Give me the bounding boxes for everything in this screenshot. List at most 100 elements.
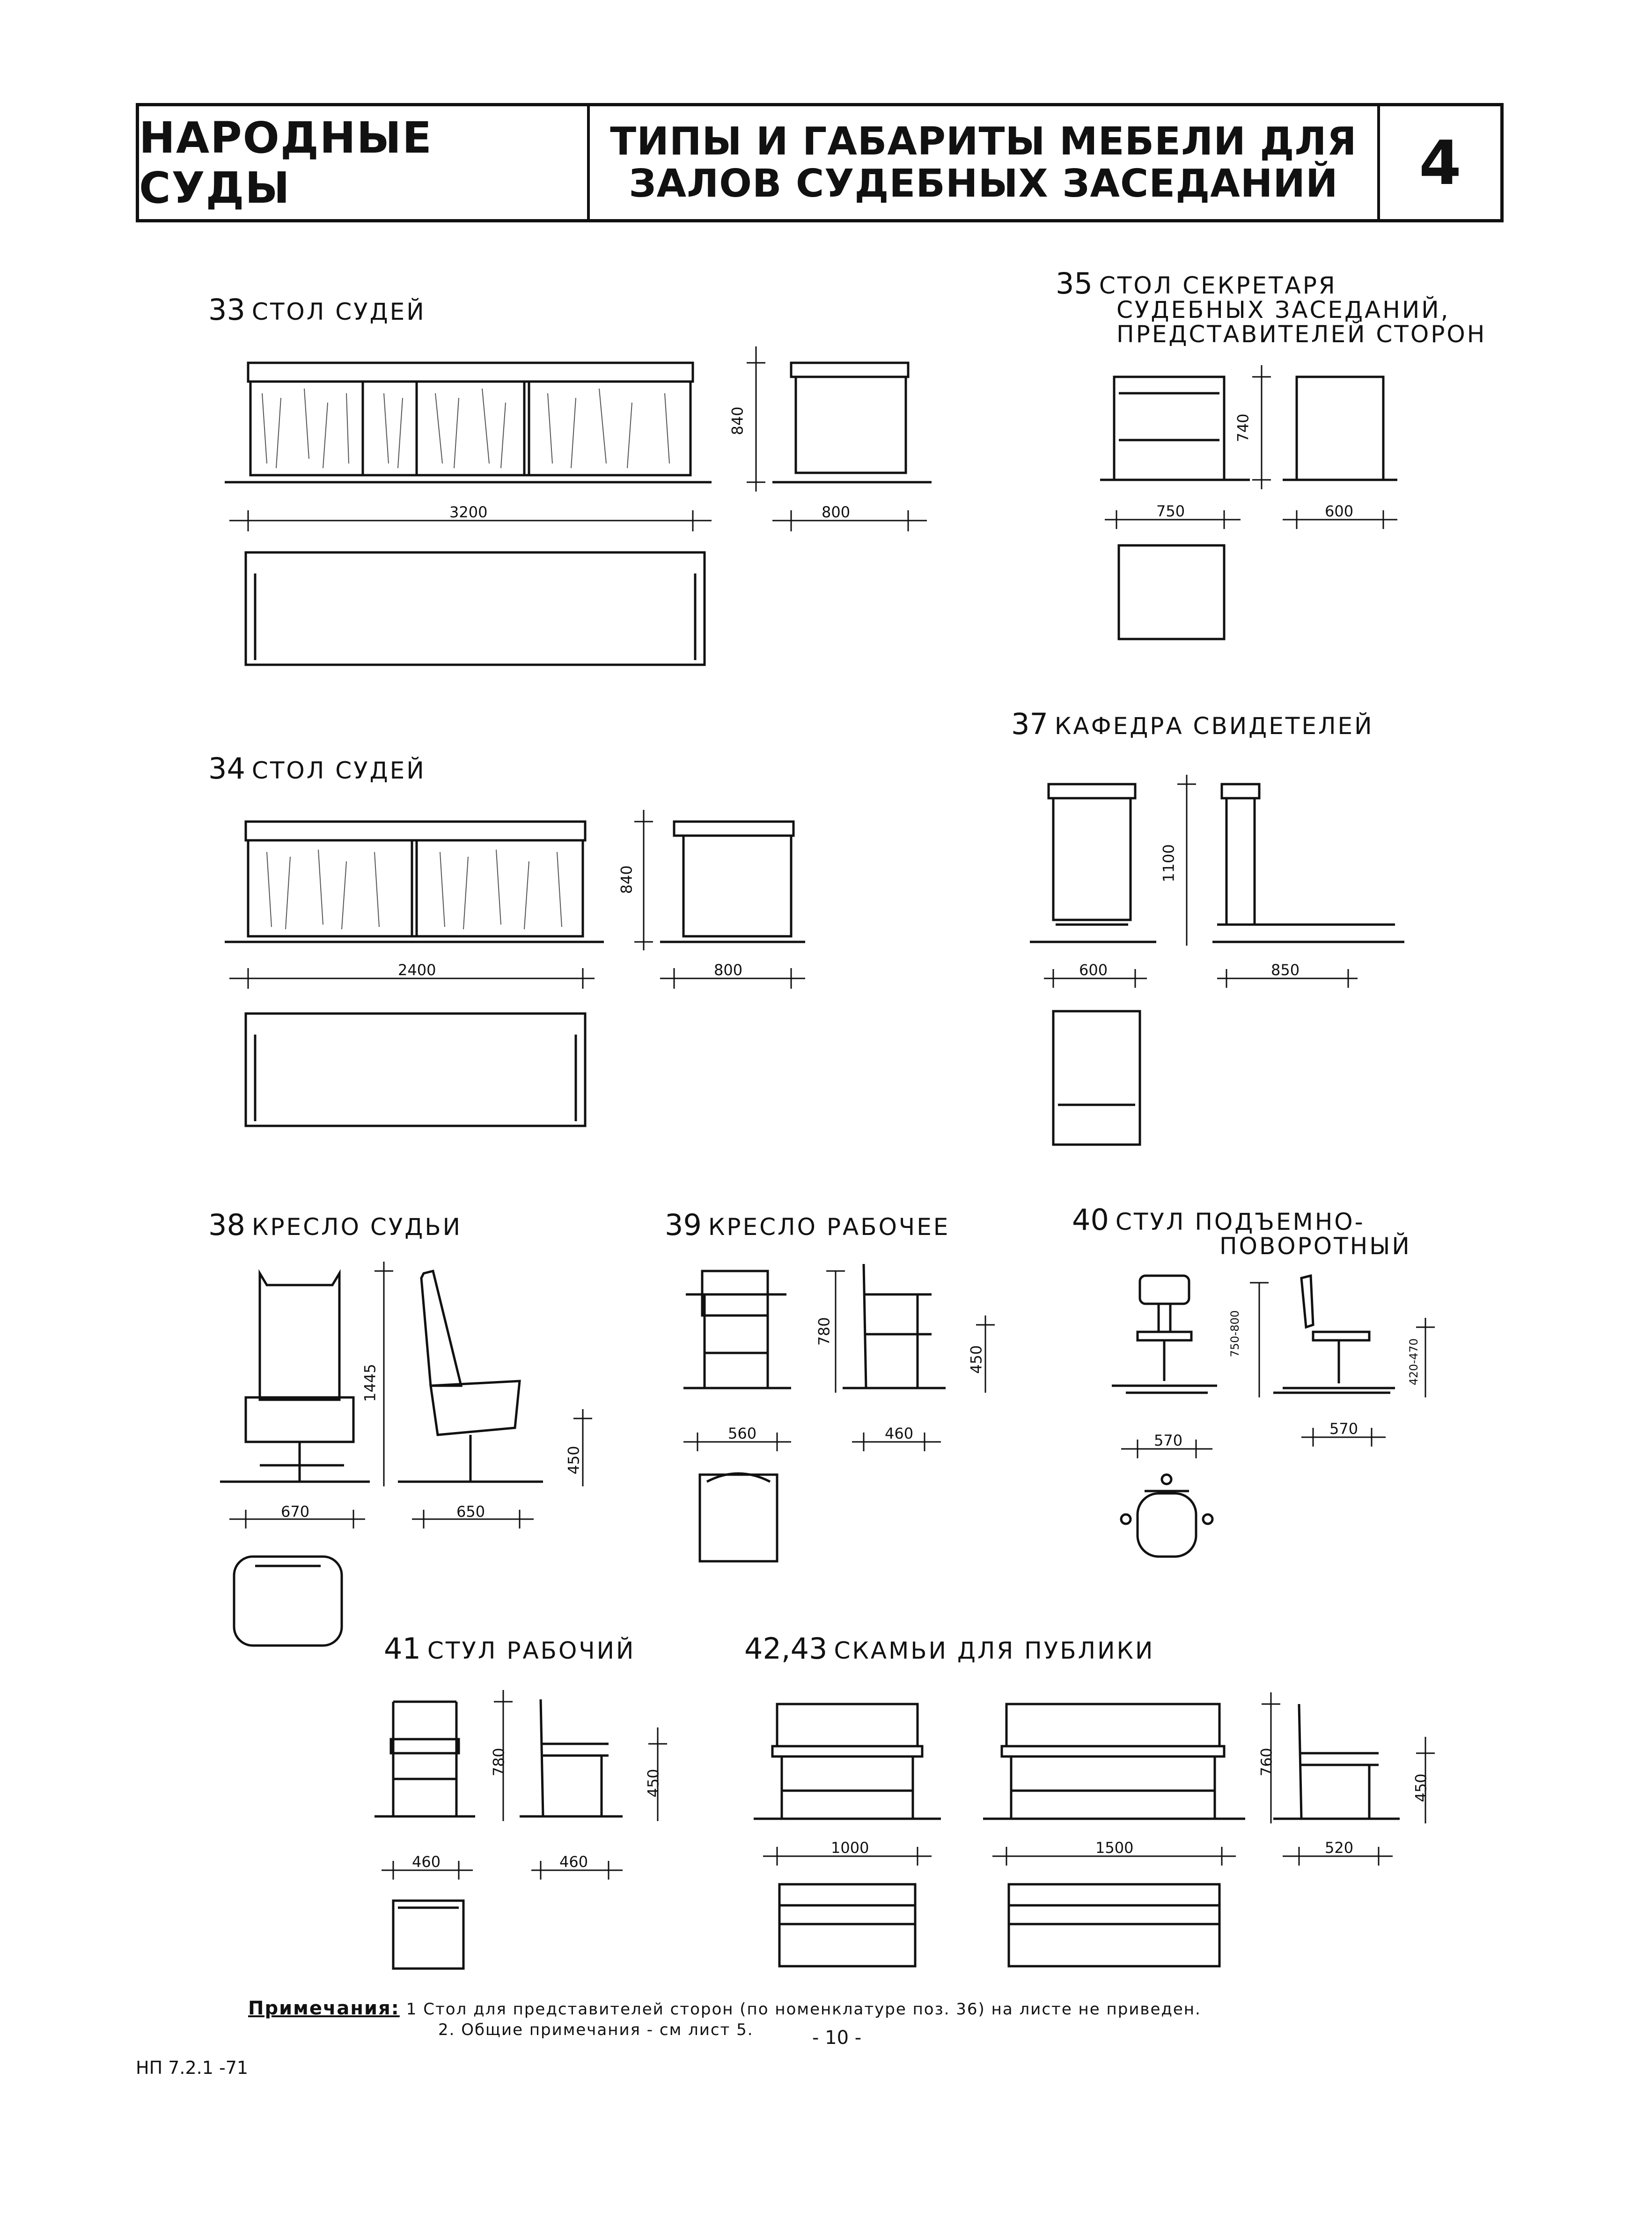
item-37-number: 37 — [1011, 707, 1048, 741]
table-34-side-view — [660, 820, 805, 943]
bench-43-plan-view — [1007, 1883, 1221, 1968]
page-number: - 10 - — [812, 2027, 862, 2049]
item-38-title: КРЕСЛО СУДЬИ — [251, 1213, 463, 1241]
table-34-plan-view — [244, 1012, 587, 1127]
dim-40-height: 750-800 — [1228, 1310, 1242, 1358]
dim-39-height: 780 — [815, 1317, 833, 1346]
armchair-39-front-view — [683, 1270, 791, 1389]
stool-40-side-view — [1273, 1274, 1395, 1394]
lectern-37-plan-view — [1052, 1010, 1141, 1146]
dim-41-depth: 460 — [559, 1853, 588, 1871]
stool-40-front-view — [1112, 1274, 1217, 1394]
table-35-side-view — [1283, 375, 1397, 481]
dim-39-width: 560 — [728, 1425, 757, 1442]
item-34-title: СТОЛ СУДЕЙ — [251, 757, 426, 784]
dim-41-width: 460 — [412, 1853, 441, 1871]
dim-40-seat: 420-470 — [1407, 1338, 1421, 1386]
document-code: НП 7.2.1 -71 — [136, 2057, 249, 2078]
item-34-number: 34 — [208, 751, 245, 786]
bench-42-plan-view — [778, 1883, 917, 1968]
dim-41-height: 780 — [490, 1748, 508, 1777]
armchair-38-front-view — [220, 1269, 370, 1483]
item-33-title: СТОЛ СУДЕЙ — [251, 298, 426, 325]
notes: Примечания: 1 Стол для представителей сто… — [248, 1998, 1201, 2040]
dim-34-depth: 800 — [714, 961, 743, 979]
table-34-front-view — [225, 820, 604, 943]
dim-39-seat: 450 — [967, 1345, 985, 1374]
chair-41-plan-view — [392, 1899, 465, 1970]
armchair-38-side-view — [398, 1269, 543, 1483]
item-39-title: КРЕСЛО РАБОЧЕЕ — [708, 1213, 950, 1241]
sheet-title-line-1: ТИПЫ И ГАБАРИТЫ МЕБЕЛИ ДЛЯ — [610, 119, 1357, 164]
notes-heading: Примечания: — [248, 1998, 400, 2019]
dim-34-width: 2400 — [398, 961, 436, 979]
dim-35-height: 740 — [1234, 413, 1252, 442]
bench-42-front-view — [754, 1703, 941, 1820]
item-40-title-line-1: СТУЛ ПОДЪЕМНО- — [1115, 1208, 1365, 1235]
item-39-number: 39 — [665, 1208, 702, 1242]
sheet-number: 4 — [1419, 127, 1461, 198]
dim-33-height: 840 — [728, 406, 747, 435]
item-40-number: 40 — [1072, 1203, 1109, 1237]
sheet-title: ТИПЫ И ГАБАРИТЫ МЕБЕЛИ ДЛЯ ЗАЛОВ СУДЕБНЫ… — [590, 106, 1380, 219]
dim-37-height: 1100 — [1160, 844, 1178, 882]
armchair-39-plan-view — [698, 1472, 778, 1563]
dim-38-depth: 650 — [456, 1503, 485, 1521]
dim-42-43-height: 760 — [1257, 1748, 1276, 1777]
armchair-38-plan-view — [233, 1555, 343, 1647]
dim-37-width: 600 — [1079, 961, 1108, 979]
lectern-37-front-view — [1030, 783, 1156, 943]
sheet-title-line-2: ЗАЛОВ СУДЕБНЫХ ЗАСЕДАНИЙ — [629, 161, 1338, 206]
item-42-43-number: 42,43 — [744, 1631, 828, 1666]
item-35-title-line-1: СТОЛ СЕКРЕТАРЯ — [1099, 272, 1337, 299]
chair-41-side-view — [520, 1699, 623, 1818]
table-35-front-view — [1100, 375, 1250, 481]
dim-38-height: 1445 — [361, 1364, 379, 1402]
dim-42-43-depth: 520 — [1325, 1839, 1354, 1857]
note-2: 2. Общие примечания - см лист 5. — [438, 2021, 754, 2039]
stool-40-plan-view — [1120, 1473, 1214, 1558]
item-42-43-title: СКАМЬИ ДЛЯ ПУБЛИКИ — [834, 1637, 1155, 1664]
dim-43-width: 1500 — [1095, 1839, 1134, 1857]
dim-38-width: 670 — [281, 1503, 310, 1521]
dim-33-depth: 800 — [822, 503, 851, 521]
item-41-title: СТУЛ РАБОЧИЙ — [427, 1637, 636, 1664]
table-33-side-view — [772, 361, 932, 484]
dim-33-width: 3200 — [449, 503, 488, 521]
item-35-number: 35 — [1056, 266, 1093, 301]
item-35-title-line-2: СУДЕБНЫХ ЗАСЕДАНИЙ, — [1116, 296, 1450, 323]
item-33-number: 33 — [208, 293, 245, 327]
chair-41-front-view — [374, 1700, 475, 1818]
item-41-number: 41 — [384, 1631, 421, 1666]
dim-39-depth: 460 — [885, 1425, 914, 1442]
dim-42-43-seat: 450 — [1412, 1773, 1430, 1802]
table-35-plan-view — [1117, 544, 1226, 640]
section-title: НАРОДНЫЕ СУДЫ — [139, 106, 590, 219]
dim-40-width: 570 — [1154, 1432, 1183, 1449]
dim-41-seat: 450 — [644, 1769, 662, 1798]
item-38-number: 38 — [208, 1208, 245, 1242]
dim-38-seat: 450 — [565, 1446, 583, 1475]
dim-35-depth: 600 — [1325, 502, 1354, 520]
dim-42-width: 1000 — [831, 1839, 869, 1857]
dim-37-depth: 850 — [1271, 961, 1300, 979]
note-1: 1 Стол для представителей сторон (по ном… — [406, 2000, 1201, 2019]
table-33-front-view — [225, 361, 712, 484]
lectern-37-side-view — [1212, 783, 1404, 943]
dim-40-depth: 570 — [1329, 1420, 1358, 1438]
armchair-39-side-view — [843, 1264, 946, 1389]
item-40-title-line-2: ПОВОРОТНЫЙ — [1219, 1233, 1411, 1260]
dim-34-height: 840 — [617, 865, 636, 894]
dim-35-width: 750 — [1156, 502, 1185, 520]
table-33-plan-view — [244, 551, 706, 666]
